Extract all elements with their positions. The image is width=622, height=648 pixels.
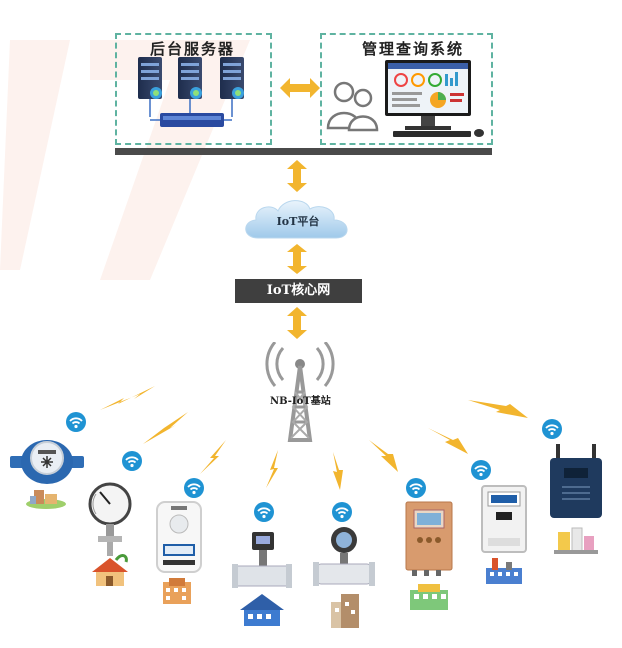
double-arrow-vertical [287,244,307,274]
background-watermark [0,40,250,280]
double-arrow-horizontal [280,78,320,98]
water-meter-icon [10,440,84,509]
wifi-icon [332,502,352,522]
server-panel-title: 后台服务器 [150,40,236,58]
users-icon [326,81,379,132]
base-station-label: NB-IoT基站 [270,396,331,407]
wifi-icon [406,478,426,498]
electromagnetic-flowmeter-icon [313,527,375,628]
server-panel [115,33,272,145]
wifi-icon [542,419,562,439]
core-network-box: IoT核心网 [235,279,362,303]
wifi-icon [471,460,491,480]
mgmt-panel [320,33,493,145]
gateway-icon [550,444,602,554]
wifi-icon [184,478,204,498]
monitor-dashboard-icon [385,60,484,137]
wifi-icon [254,502,274,522]
flow-meter-icon [232,532,292,626]
wifi-icon [122,451,142,471]
double-arrow-vertical [287,160,307,192]
base-station-tower-icon [265,342,335,442]
wifi-icon [66,412,86,432]
mgmt-panel-title: 管理查询系统 [362,40,465,58]
cloud-label: IoT平台 [276,215,320,228]
server-rack-icon [138,57,244,127]
double-arrow-vertical [287,307,307,339]
top-platform-bar [115,148,492,155]
smart-meter-icon [156,501,202,604]
cloud-icon [245,200,348,239]
electric-meter-icon [481,485,527,584]
control-box-icon [405,501,453,610]
pressure-gauge-icon [88,482,132,586]
